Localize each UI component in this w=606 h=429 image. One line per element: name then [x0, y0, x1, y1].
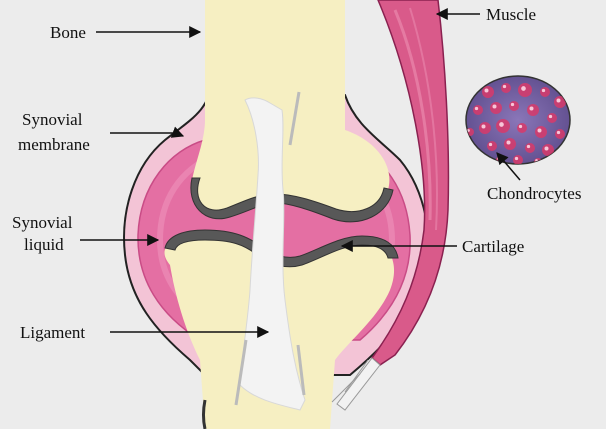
- chondrocyte-cell: [473, 105, 483, 115]
- chondrocyte-highlight: [499, 122, 504, 127]
- chondrocyte-cell: [542, 144, 554, 156]
- chondrocyte-cell: [547, 113, 557, 123]
- upper-bone: [191, 0, 389, 214]
- chondrocyte-cell: [479, 122, 491, 134]
- chondrocyte-cell: [513, 155, 523, 165]
- chondrocyte-cell: [517, 123, 527, 133]
- synovial-liquid-label-2: liquid: [24, 235, 64, 254]
- chondrocyte-highlight: [545, 147, 549, 151]
- chondrocyte-cell: [501, 83, 511, 93]
- chondrocytes-label: Chondrocytes: [487, 184, 581, 203]
- chondrocyte-highlight: [549, 115, 552, 118]
- chondrocyte-cell: [555, 129, 565, 139]
- chondrocyte-highlight: [493, 105, 497, 109]
- chondrocyte-highlight: [538, 129, 542, 133]
- chondrocyte-cell: [527, 104, 539, 116]
- chondrocyte-highlight: [497, 157, 500, 160]
- chondrocyte-highlight: [527, 145, 530, 148]
- chondrocyte-highlight: [542, 89, 545, 92]
- cartilage-label: Cartilage: [462, 237, 524, 256]
- chondrocyte-highlight: [475, 107, 478, 110]
- chondrocyte-cell: [535, 126, 547, 138]
- chondrocyte-highlight: [557, 99, 561, 103]
- chondrocyte-cell: [540, 87, 550, 97]
- synovial-membrane-label-2: membrane: [18, 135, 90, 154]
- chondrocyte-cell: [504, 138, 516, 150]
- chondrocyte-highlight: [489, 143, 492, 146]
- synovial-membrane-label-1: Synovial: [22, 110, 83, 129]
- chondrocyte-cell: [482, 86, 494, 98]
- chondrocyte-highlight: [485, 89, 489, 93]
- chondrocyte-highlight: [511, 103, 514, 106]
- chondrocyte-cell: [554, 96, 566, 108]
- chondrocyte-highlight: [482, 125, 486, 129]
- chondrocyte-highlight: [503, 85, 506, 88]
- chondrocyte-highlight: [521, 86, 526, 91]
- chondrocyte-cell: [525, 143, 535, 153]
- chondrocyte-cell: [490, 102, 502, 114]
- synovial-liquid-label-1: Synovial: [12, 213, 73, 232]
- chondrocytes-inset: [466, 76, 570, 166]
- chondrocyte-highlight: [507, 141, 511, 145]
- chondrocyte-highlight: [515, 157, 518, 160]
- chondrocyte-cell: [487, 141, 497, 151]
- bone-label: Bone: [50, 23, 86, 42]
- muscle-label: Muscle: [486, 5, 536, 24]
- chondrocyte-cell: [509, 101, 519, 111]
- chondrocyte-highlight: [557, 131, 560, 134]
- ligament-label: Ligament: [20, 323, 85, 342]
- chondrocyte-highlight: [530, 107, 534, 111]
- chondrocyte-highlight: [519, 125, 522, 128]
